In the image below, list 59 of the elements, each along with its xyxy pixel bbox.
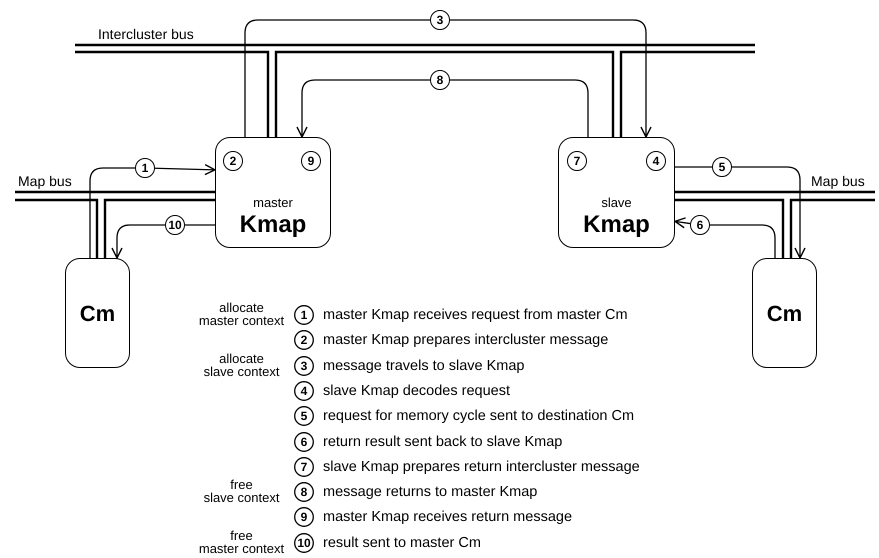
circled-number: 8 bbox=[430, 70, 450, 90]
step-number: 8 bbox=[294, 482, 314, 502]
step-description: master Kmap receives return message bbox=[323, 508, 572, 526]
module-box bbox=[65, 258, 130, 368]
connector-line bbox=[710, 224, 776, 258]
step-description: slave Kmap prepares return intercluster message bbox=[323, 458, 640, 476]
bus-label: Intercluster bus bbox=[98, 26, 194, 42]
box-label: Cm bbox=[766, 301, 804, 327]
circled-number: 4 bbox=[646, 151, 666, 171]
step-number: 9 bbox=[294, 507, 314, 528]
box-label: Cm bbox=[78, 301, 116, 327]
context-note: free slave context bbox=[202, 478, 280, 504]
connector-line bbox=[185, 224, 215, 226]
arrow bbox=[732, 166, 806, 259]
context-note: free master context bbox=[198, 528, 286, 555]
context-note: allocate master context bbox=[198, 301, 286, 327]
step-number: 1 bbox=[294, 305, 314, 325]
context-note: allocate slave context bbox=[202, 352, 280, 378]
module-box bbox=[215, 137, 331, 248]
step-description: slave Kmap decodes request bbox=[323, 382, 510, 400]
module-box bbox=[558, 137, 675, 248]
step-description: master Kmap prepares intercluster message bbox=[323, 331, 608, 350]
arrow bbox=[154, 164, 216, 176]
step-number: 3 bbox=[294, 356, 314, 376]
arrow bbox=[450, 19, 652, 138]
step-number: 2 bbox=[294, 330, 314, 350]
step-number: 4 bbox=[294, 380, 314, 401]
step-description: message returns to master Kmap bbox=[323, 483, 538, 502]
circled-number: 1 bbox=[135, 158, 155, 178]
bus-label: Map bus bbox=[811, 173, 865, 189]
connector-line bbox=[675, 166, 712, 168]
step-number: 6 bbox=[294, 432, 314, 452]
circled-number: 9 bbox=[301, 151, 321, 171]
circled-number: 2 bbox=[223, 151, 243, 171]
connector-line bbox=[89, 167, 135, 258]
connector-line bbox=[450, 79, 589, 137]
circled-number: 3 bbox=[430, 10, 450, 30]
step-number: 7 bbox=[294, 456, 314, 477]
box-label: master bbox=[252, 195, 294, 210]
step-description: master Kmap receives request from master Cm bbox=[323, 306, 628, 324]
circled-number: 10 bbox=[165, 215, 185, 235]
module-box bbox=[752, 258, 817, 368]
box-label: Kmap bbox=[238, 211, 308, 239]
box-label: slave bbox=[600, 195, 633, 210]
step-description: message travels to slave Kmap bbox=[323, 356, 524, 375]
arrow bbox=[296, 79, 430, 138]
step-description: return result sent back to slave Kmap bbox=[323, 432, 562, 450]
bus-label: Map bus bbox=[18, 173, 72, 189]
arrow bbox=[674, 217, 690, 228]
step-number: 10 bbox=[294, 532, 314, 553]
step-description: request for memory cycle sent to destination Cm bbox=[323, 407, 634, 426]
circled-number: 6 bbox=[690, 215, 710, 235]
step-number: 5 bbox=[294, 406, 314, 426]
circled-number: 7 bbox=[567, 151, 587, 171]
connector-line bbox=[244, 19, 430, 137]
arrow bbox=[111, 224, 165, 259]
step-description: result sent to master Cm bbox=[323, 534, 481, 552]
circled-number: 5 bbox=[712, 157, 732, 177]
box-label: Kmap bbox=[582, 211, 651, 239]
